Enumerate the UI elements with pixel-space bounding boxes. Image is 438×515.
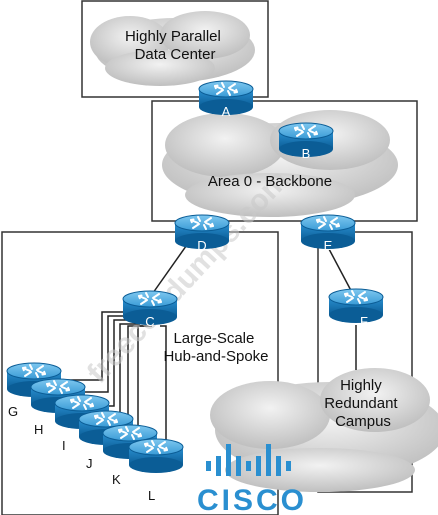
router-c: C — [122, 290, 178, 329]
router-a-label: A — [222, 104, 231, 119]
data-center-cloud — [90, 11, 255, 86]
campus-box — [317, 231, 413, 493]
router-f-label: F — [360, 314, 368, 329]
hub-spoke-label-2: Hub-and-Spoke — [163, 348, 268, 365]
cisco-wordmark: CISCO — [197, 484, 307, 515]
area0-cloud — [162, 110, 398, 217]
router-b: B — [278, 122, 334, 161]
campus-cloud — [210, 368, 438, 492]
router-g-label: G — [8, 404, 18, 419]
svg-text:Large-Scale Hub-and-Spoke: Large-Scale Hub-and-Spoke — [163, 330, 268, 365]
campus-label-2: Redundant — [324, 395, 398, 412]
campus-label-3: Campus — [335, 413, 391, 430]
router-b-label: B — [302, 146, 311, 161]
router-l-label: L — [148, 488, 155, 503]
area0-box — [151, 100, 418, 222]
campus-label-1: Highly — [340, 377, 382, 394]
svg-text:Highly Redundant Campu: Highly Redundant Campus — [324, 377, 402, 430]
router-e-label: E — [324, 238, 333, 253]
router-c-label: C — [145, 314, 154, 329]
router-a: A — [198, 80, 254, 119]
area0-label: Area 0 - Backbone — [208, 173, 332, 190]
router-f: F — [328, 288, 384, 329]
router-l — [128, 438, 184, 474]
router-j-label: J — [86, 456, 93, 471]
data-center-box — [81, 0, 269, 98]
svg-text:Highly Parallel Data Cente: Highly Parallel Data Center — [125, 28, 225, 63]
hub-spoke-box — [1, 231, 279, 515]
data-center-label-2: Data Center — [135, 46, 216, 63]
router-d-label: D — [197, 238, 206, 253]
router-i-label: I — [62, 438, 66, 453]
data-center-label-1: Highly Parallel — [125, 28, 221, 45]
hub-spoke-label-1: Large-Scale — [173, 330, 254, 347]
cisco-logo: CISCO — [197, 444, 307, 515]
router-d: D — [174, 214, 230, 253]
router-h-label: H — [34, 422, 43, 437]
router-k-label: K — [112, 472, 121, 487]
router-e: E — [300, 214, 356, 253]
